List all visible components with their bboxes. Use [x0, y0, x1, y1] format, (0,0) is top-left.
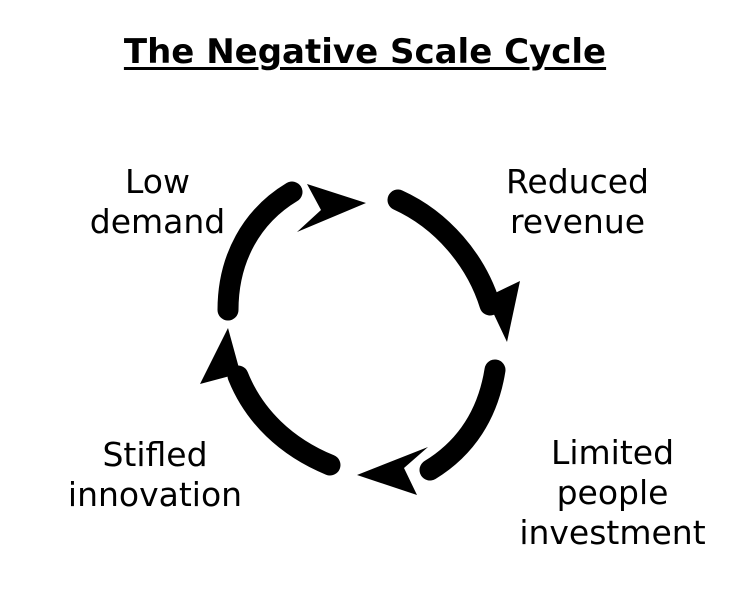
- page-title: The Negative Scale Cycle: [123, 32, 607, 72]
- arrow-to-stifled-innovation-icon: [357, 359, 506, 495]
- cycle-node-stifled-innovation: Stifled innovation: [67, 435, 243, 514]
- arrow-to-low-demand-icon: [200, 328, 341, 476]
- cycle-diagram: [200, 181, 520, 495]
- cycle-node-limited-people-investment: Limited people investment: [519, 433, 706, 552]
- arrow-to-reduced-revenue-icon: [217, 181, 366, 321]
- arrow-to-limited-people-investment-icon: [387, 189, 520, 342]
- cycle-node-reduced-revenue: Reduced revenue: [505, 162, 649, 241]
- cycle-node-low-demand: Low demand: [89, 162, 226, 241]
